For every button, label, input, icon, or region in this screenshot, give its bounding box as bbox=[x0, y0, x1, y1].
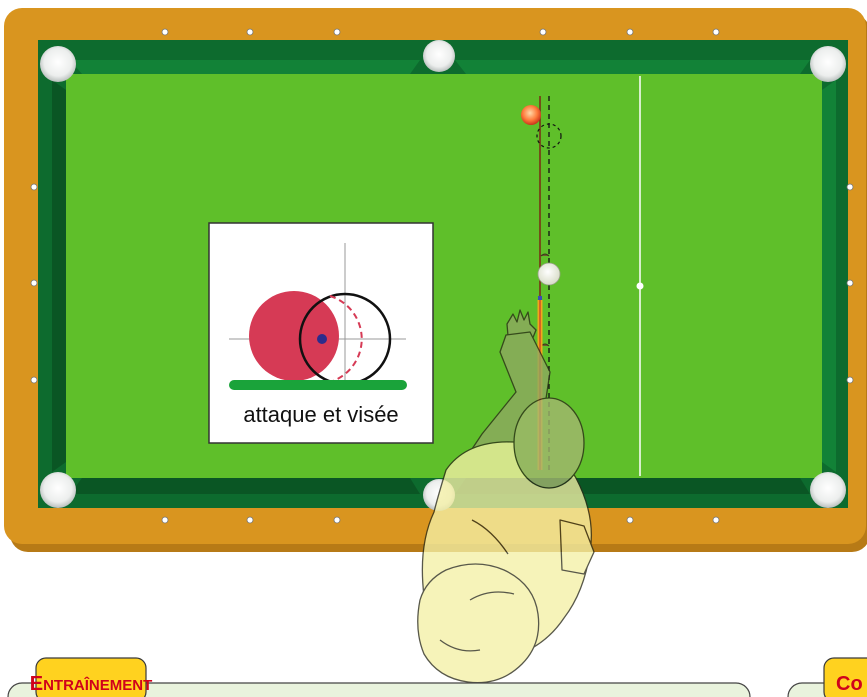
diamond-icon bbox=[847, 184, 853, 190]
diamond-icon bbox=[162, 29, 168, 35]
svg-text:ENTRAÎNEMENT: ENTRAÎNEMENT bbox=[30, 673, 153, 695]
diamond-icon bbox=[247, 29, 253, 35]
player-hip bbox=[418, 564, 539, 683]
tab-entrainement[interactable]: ENTRAÎNEMENT bbox=[30, 658, 153, 697]
diamond-icon bbox=[627, 517, 633, 523]
cushion-bevel-right bbox=[822, 80, 836, 472]
inset-caption: attaque et visée bbox=[243, 402, 398, 427]
pocket-icon bbox=[810, 472, 846, 508]
inset-aim-dot bbox=[317, 334, 327, 344]
diamond-icon bbox=[334, 517, 340, 523]
cushion-bevel-bottom bbox=[70, 478, 420, 494]
pocket-icon bbox=[810, 46, 846, 82]
cushion-bevel-left bbox=[52, 80, 66, 472]
diamond-icon bbox=[540, 29, 546, 35]
diamond-icon bbox=[627, 29, 633, 35]
diamond-icon bbox=[713, 29, 719, 35]
diamond-icon bbox=[847, 377, 853, 383]
pool-table bbox=[4, 8, 867, 552]
diamond-icon bbox=[334, 29, 340, 35]
cue-ball-icon bbox=[538, 263, 560, 285]
diamond-icon bbox=[247, 517, 253, 523]
player-head bbox=[514, 398, 584, 488]
diamond-icon bbox=[31, 280, 37, 286]
pocket-icon bbox=[40, 472, 76, 508]
pocket-icon bbox=[423, 40, 455, 72]
diamond-icon bbox=[162, 517, 168, 523]
diamond-icon bbox=[31, 184, 37, 190]
diamond-icon bbox=[847, 280, 853, 286]
object-ball-icon bbox=[521, 105, 541, 125]
cushion-bevel-top-right bbox=[455, 60, 810, 74]
tab-right[interactable]: Co bbox=[824, 658, 867, 697]
tab-label-initial: E bbox=[30, 673, 43, 695]
diamond-icon bbox=[713, 517, 719, 523]
pocket-icon bbox=[40, 46, 76, 82]
cushion-bevel-top bbox=[70, 60, 420, 74]
diamond-icon bbox=[31, 377, 37, 383]
head-spot bbox=[637, 283, 644, 290]
aim-inset: attaque et visée bbox=[209, 223, 433, 443]
inset-baseline-bar bbox=[229, 380, 407, 390]
table-felt bbox=[66, 74, 822, 478]
tab-label-rest: NTRAÎNEMENT bbox=[43, 676, 152, 694]
tab-right-label: Co bbox=[836, 673, 863, 695]
